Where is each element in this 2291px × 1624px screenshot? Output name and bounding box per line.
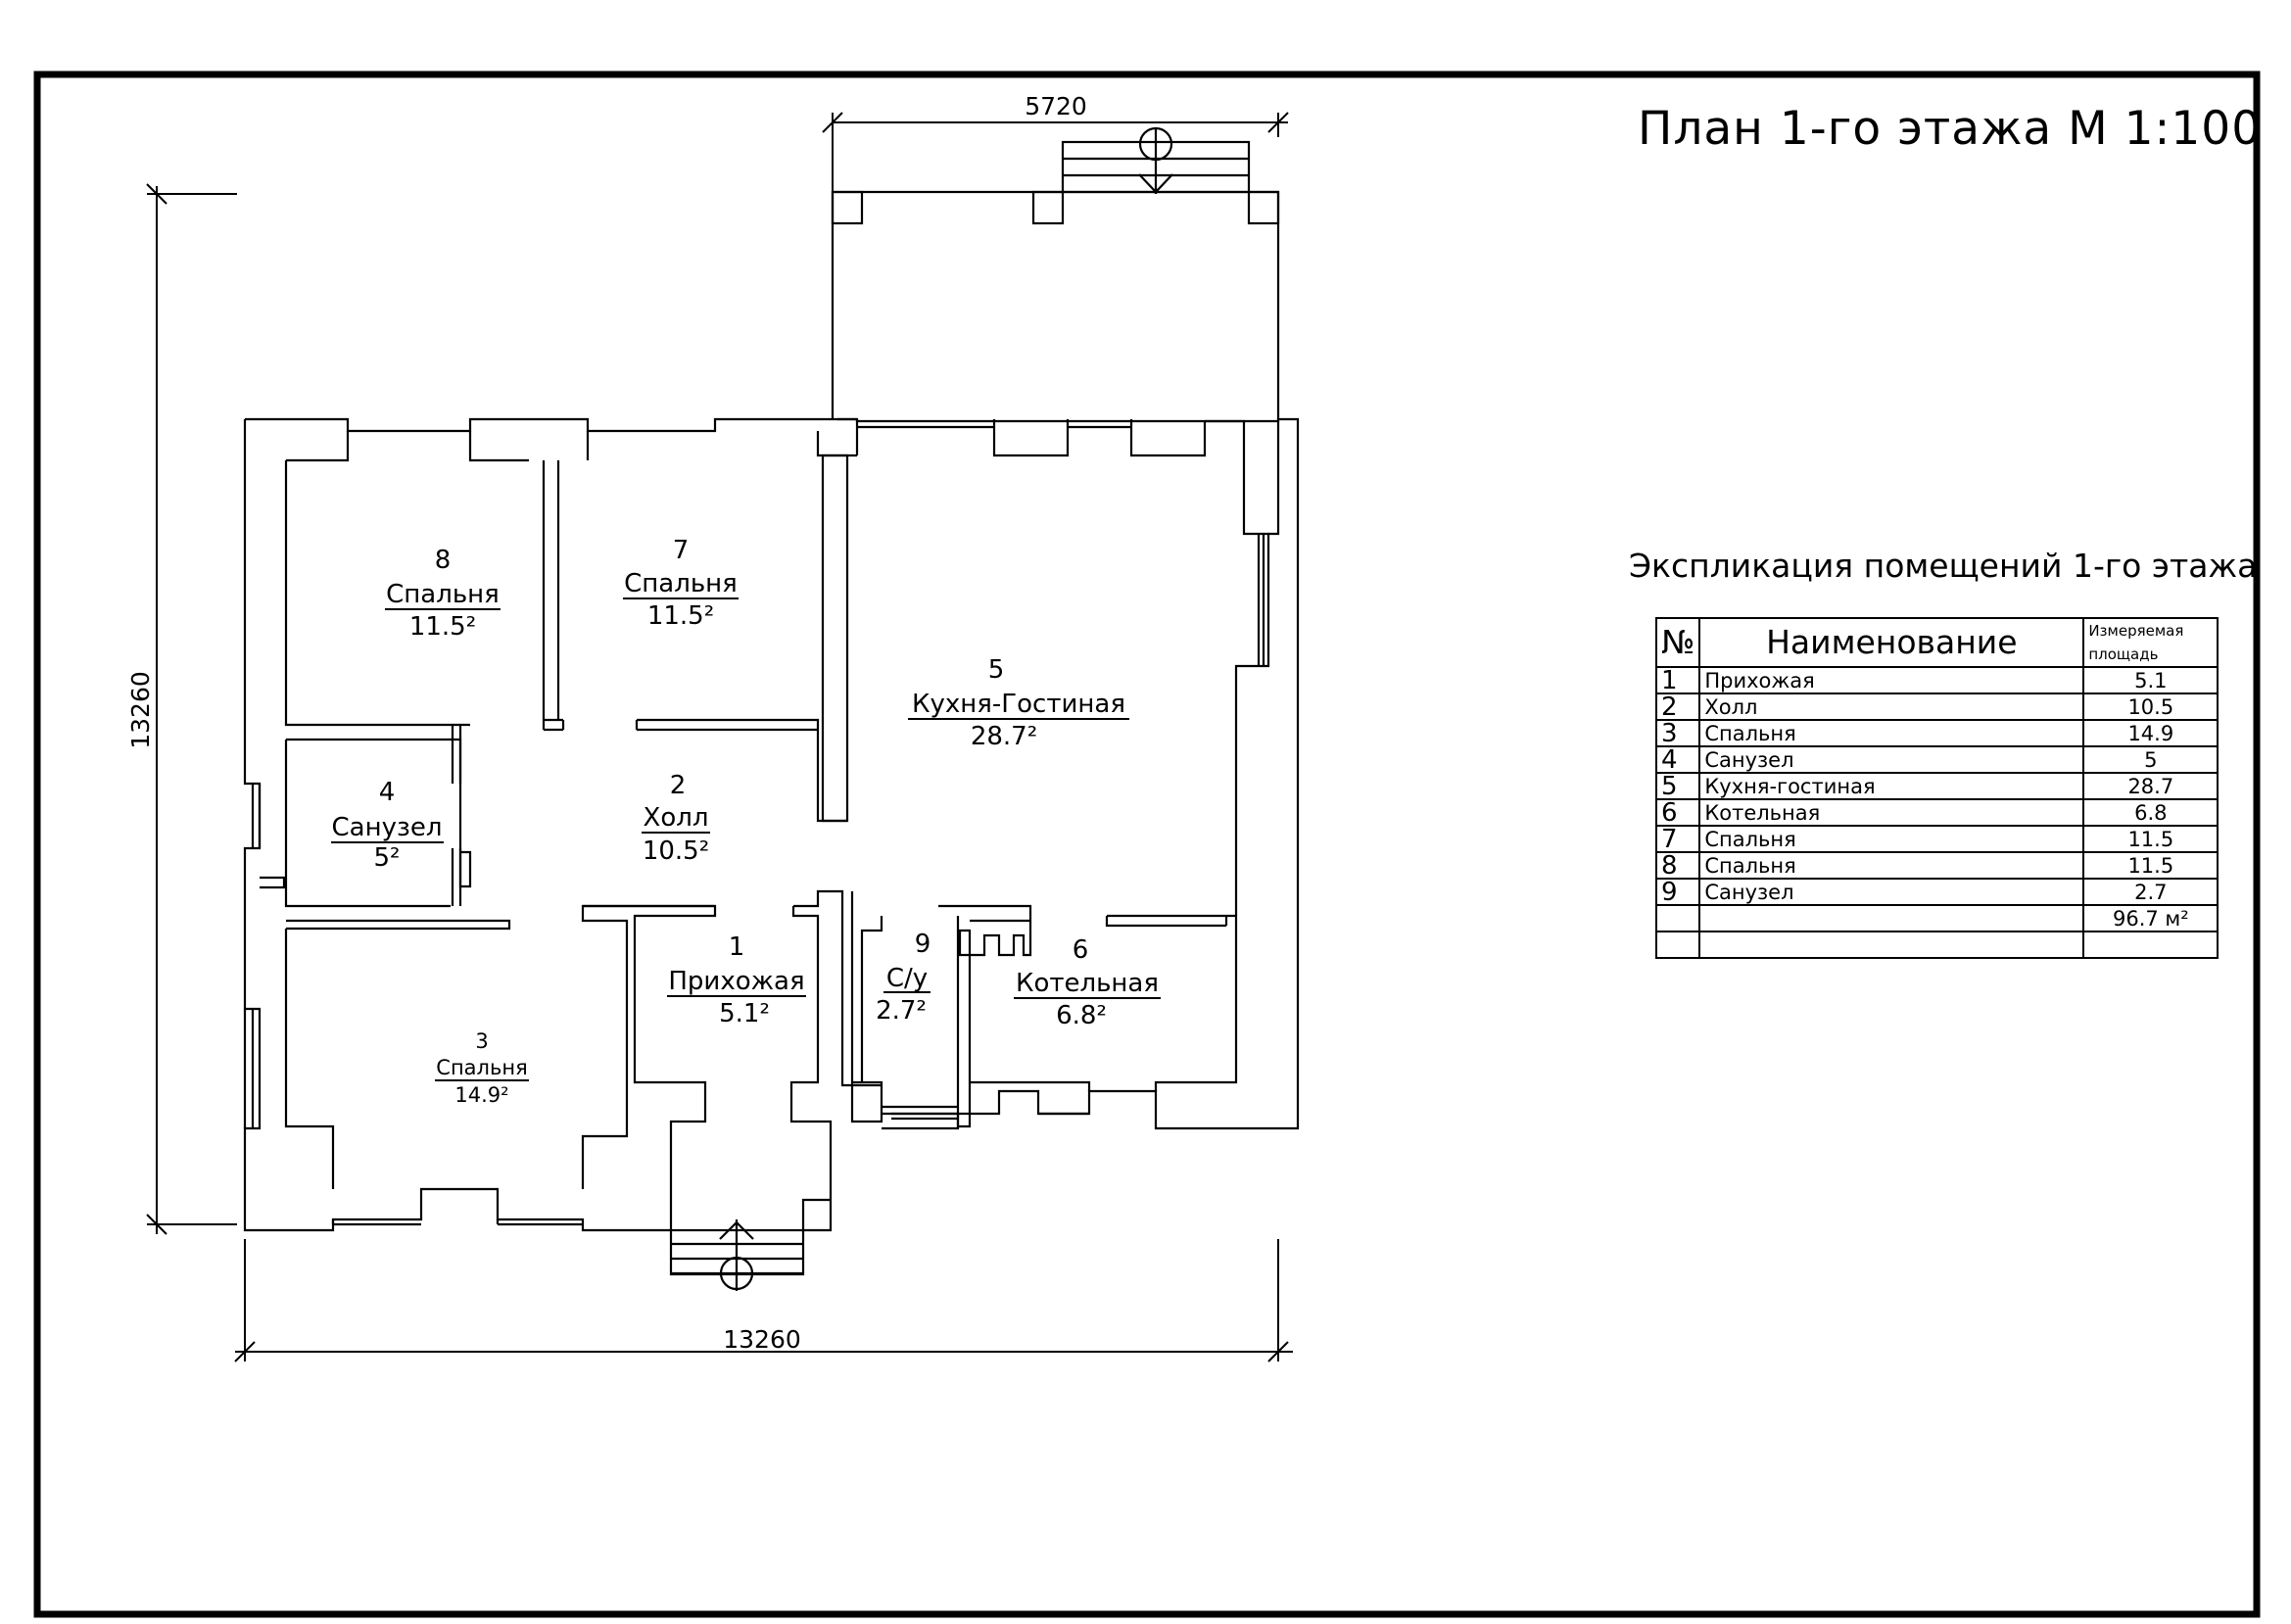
cell-num: 1 <box>1654 666 1701 694</box>
room-3-label: 3 Спальня 14.9² <box>435 1029 529 1107</box>
svg-text:2.7²: 2.7² <box>876 996 927 1026</box>
svg-text:6.8²: 6.8² <box>1056 1001 1107 1030</box>
cell-area: 6.8 <box>2082 798 2219 827</box>
plan-walls <box>243 126 1300 1291</box>
cell-num: 5 <box>1654 772 1701 800</box>
cell-area: 28.7 <box>2082 772 2219 800</box>
room-labels: 8 Спальня 11.5² 7 Спальня 11.5² 5 Кухня-… <box>331 536 1161 1107</box>
room-6-label: 6 Котельная 6.8² <box>1014 935 1161 1030</box>
svg-text:11.5²: 11.5² <box>409 612 476 642</box>
svg-text:7: 7 <box>673 536 690 565</box>
svg-text:Прихожая: Прихожая <box>668 967 804 996</box>
cell-name: Санузел <box>1698 878 2085 906</box>
cell-num: 2 <box>1654 693 1701 721</box>
cell-name: Котельная <box>1698 798 2085 827</box>
svg-text:14.9²: 14.9² <box>454 1083 508 1107</box>
cell-area: 14.9 <box>2082 719 2219 747</box>
sheet-frame <box>33 71 2261 1618</box>
cell-num <box>1654 931 1701 959</box>
cell-name: Прихожая <box>1698 666 2085 694</box>
cell-num: 6 <box>1654 798 1701 827</box>
svg-text:Котельная: Котельная <box>1016 969 1159 998</box>
room-5-label: 5 Кухня-Гостиная 28.7² <box>908 655 1129 751</box>
svg-text:Спальня: Спальня <box>624 569 738 598</box>
dim-top-label: 5720 <box>1025 92 1087 120</box>
cell-name: Спальня <box>1698 719 2085 747</box>
svg-text:11.5²: 11.5² <box>647 601 714 631</box>
cell-name: Спальня <box>1698 825 2085 853</box>
svg-text:С/у: С/у <box>886 964 928 993</box>
svg-text:1: 1 <box>729 932 745 962</box>
cell-num <box>1654 904 1701 932</box>
cell-area: 10.5 <box>2082 693 2219 721</box>
cell-num: 7 <box>1654 825 1701 853</box>
cell-num: 8 <box>1654 851 1701 880</box>
room-2-label: 2 Холл 10.5² <box>642 771 710 866</box>
dimension-lines <box>146 112 1293 1362</box>
cell-name: Холл <box>1698 693 2085 721</box>
cell-name <box>1698 904 2085 932</box>
svg-text:6: 6 <box>1073 935 1089 965</box>
room-8-label: 8 Спальня 11.5² <box>385 546 501 642</box>
svg-text:Спальня: Спальня <box>436 1056 527 1079</box>
header-name: Наименование <box>1698 617 2085 668</box>
svg-text:3: 3 <box>475 1029 488 1053</box>
cell-area: 2.7 <box>2082 878 2219 906</box>
svg-text:Холл: Холл <box>644 803 709 833</box>
svg-text:9: 9 <box>915 930 931 959</box>
svg-text:Спальня: Спальня <box>386 580 500 609</box>
cell-num: 4 <box>1654 745 1701 774</box>
room-1-label: 1 Прихожая 5.1² <box>667 932 806 1028</box>
room-7-label: 7 Спальня 11.5² <box>623 536 739 631</box>
dim-bottom-label: 13260 <box>723 1325 801 1354</box>
room-4-label: 4 Санузел 5² <box>331 778 444 873</box>
svg-text:10.5²: 10.5² <box>643 836 709 866</box>
table-header-row: № Наименование Измеряемая площадь <box>1654 617 2219 668</box>
cell-num: 3 <box>1654 719 1701 747</box>
table-total-row: 96.7 м² <box>1654 904 2219 932</box>
cell-area: 11.5 <box>2082 851 2219 880</box>
cell-area: 5 <box>2082 745 2219 774</box>
cell-num: 9 <box>1654 878 1701 906</box>
svg-text:8: 8 <box>435 546 452 575</box>
svg-text:Кухня-Гостиная: Кухня-Гостиная <box>912 690 1125 719</box>
svg-text:28.7²: 28.7² <box>971 722 1037 751</box>
cell-area: 11.5 <box>2082 825 2219 853</box>
svg-text:4: 4 <box>379 778 396 807</box>
sheet-title: План 1-го этажа М 1:100 <box>1638 102 2263 156</box>
svg-text:5.1²: 5.1² <box>719 999 770 1028</box>
cell-area: 5.1 <box>2082 666 2219 694</box>
header-num: № <box>1654 617 1701 668</box>
cell-name: Кухня-гостиная <box>1698 772 2085 800</box>
svg-text:5²: 5² <box>374 843 401 873</box>
explication-title: Экспликация помещений 1-го этажа <box>1629 547 2258 585</box>
cell-name: Спальня <box>1698 851 2085 880</box>
header-area: Измеряемая площадь <box>2082 617 2219 668</box>
total-area: 96.7 м² <box>2082 904 2219 932</box>
svg-text:2: 2 <box>670 771 687 800</box>
svg-text:5: 5 <box>988 655 1005 685</box>
cell-area <box>2082 931 2219 959</box>
dim-left-label: 13260 <box>126 671 155 749</box>
table-blank-row <box>1654 931 2219 959</box>
cell-name: Санузел <box>1698 745 2085 774</box>
cell-name <box>1698 931 2085 959</box>
svg-text:Санузел: Санузел <box>332 813 443 842</box>
room-9-label: 9 С/у 2.7² <box>876 930 931 1026</box>
